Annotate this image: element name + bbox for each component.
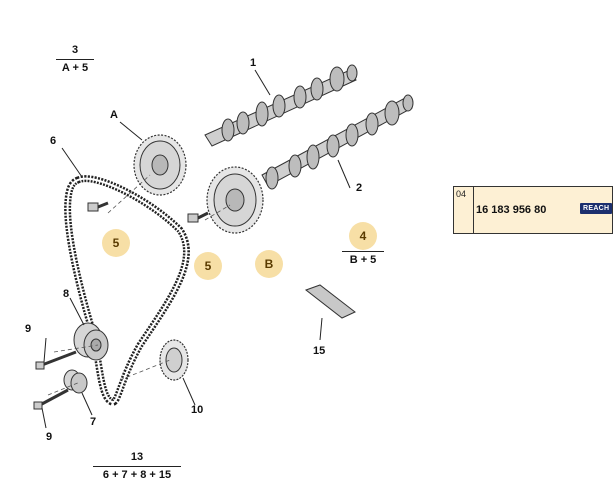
timing-belt-6: [64, 175, 190, 406]
bolt-9b: [33, 388, 69, 410]
reference-box: 04 16 183 956 80 REACH: [453, 186, 613, 234]
leader-lines: [41, 69, 351, 429]
label-9b: 9: [46, 431, 53, 443]
label-15: 15: [313, 345, 326, 357]
label-1: 1: [250, 57, 257, 69]
bolt-5b: [187, 211, 209, 223]
bolt-5a: [87, 201, 109, 212]
bolt-9a: [35, 350, 77, 370]
label-7: 7: [90, 416, 97, 428]
group-3-contents: A + 5: [61, 62, 89, 74]
circle-label-5b: 5: [194, 252, 222, 280]
group-4: 4 B + 5: [340, 237, 386, 266]
group-13-number: 13: [130, 451, 144, 463]
group-13-contents: 6 + 7 + 8 + 15: [102, 469, 172, 481]
circle-label-4: 4: [349, 222, 377, 250]
camshaft-2: [261, 94, 414, 190]
group-3: 3 A + 5: [55, 45, 95, 74]
part-number: 16 183 956 80: [476, 204, 547, 216]
roller-7: [63, 369, 88, 394]
label-9a: 9: [25, 323, 32, 335]
label-10: 10: [191, 404, 204, 416]
centre-lines: [47, 174, 231, 396]
plate-15: [304, 284, 356, 319]
label-a: A: [110, 109, 118, 121]
label-2: 2: [356, 182, 363, 194]
label-6: 6: [50, 135, 57, 147]
group-4-contents: B + 5: [349, 254, 377, 266]
tensioner-8: [73, 322, 109, 361]
reach-badge: REACH: [580, 203, 613, 214]
camshaft-1: [204, 64, 358, 147]
group-13: 13 6 + 7 + 8 + 15: [88, 452, 186, 481]
label-8: 8: [63, 288, 70, 300]
sprocket-10: [159, 339, 189, 381]
camshaft-pulley-b: [206, 166, 264, 234]
camshaft-pulley-a: [133, 134, 187, 196]
reference-code: 04: [454, 187, 474, 233]
circle-label-b: B: [255, 250, 283, 278]
group-3-number: 3: [71, 44, 79, 56]
circle-label-5a: 5: [102, 229, 130, 257]
